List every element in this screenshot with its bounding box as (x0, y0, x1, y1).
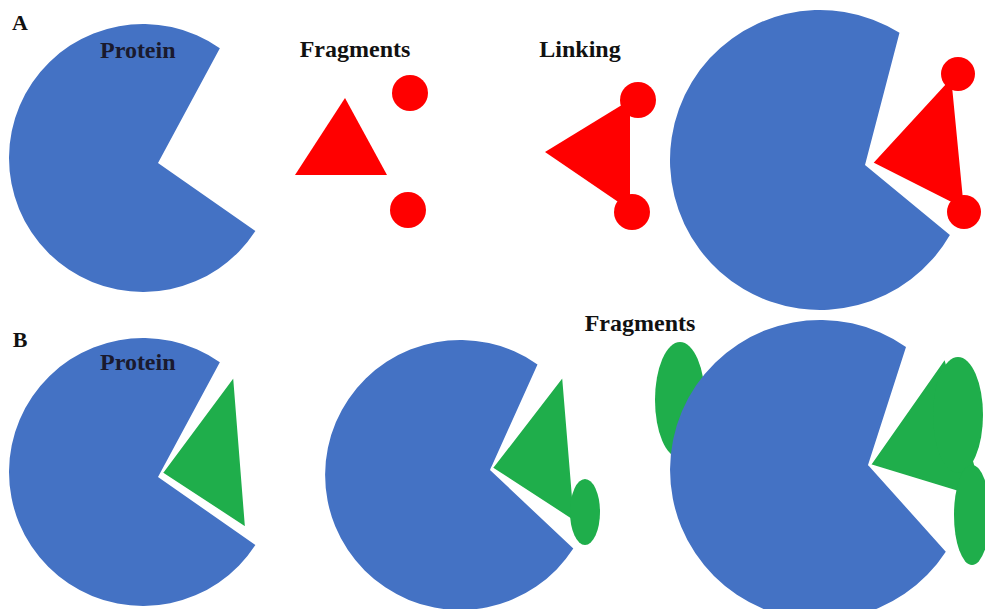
linked-circle (614, 194, 650, 230)
linked-triangle (545, 100, 630, 210)
protein-outline (9, 338, 255, 606)
bound-circle (947, 195, 981, 229)
linked-circle (620, 82, 656, 118)
panel-letter: B (13, 327, 28, 353)
protein-node: Protein (8, 23, 278, 293)
fragment-ellipse (954, 465, 985, 565)
step-label: Fragments (585, 310, 696, 337)
step-label: Linking (539, 36, 620, 63)
protein-shape (8, 337, 278, 607)
ligand-triangle (492, 376, 575, 522)
panel-letter: A (12, 10, 28, 36)
protein-outline (9, 24, 255, 292)
fragment-triangle (295, 98, 387, 175)
fragment-circle (392, 75, 428, 111)
fragment-ellipse (933, 357, 983, 473)
step-label: Fragments (300, 36, 411, 63)
protein-node: Protein (8, 337, 278, 607)
bound-circle (941, 57, 975, 91)
protein-shape (8, 23, 278, 293)
fragment-circle (390, 192, 426, 228)
node-title: Protein (100, 37, 176, 64)
fragment-ellipse (570, 479, 600, 545)
bound-triangle (872, 76, 965, 210)
node-title: Protein (100, 349, 176, 376)
